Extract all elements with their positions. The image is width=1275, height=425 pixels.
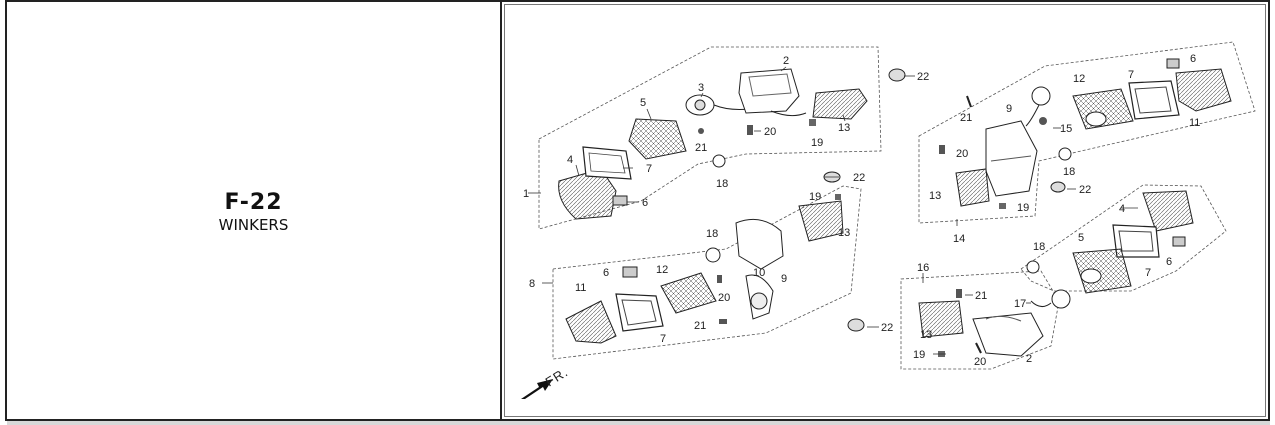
callout-5: 5 (640, 97, 646, 109)
callout-4: 4 (1119, 203, 1125, 215)
housing-9-top-right (985, 86, 1051, 197)
callout-3: 3 (698, 82, 704, 94)
socket-3 (685, 94, 750, 116)
relay-13-middle (798, 200, 844, 242)
callout-17: 17 (1014, 298, 1026, 310)
small-hardware-top-right (888, 58, 1180, 209)
lens-11-top-right (1175, 68, 1232, 112)
callout-14: 14 (953, 233, 965, 245)
callout-20: 20 (764, 126, 776, 138)
callout-22: 22 (853, 172, 865, 184)
callout-6: 6 (603, 267, 609, 279)
callout-21: 21 (694, 320, 706, 332)
callout-7: 7 (1145, 267, 1151, 279)
callout-18: 18 (716, 178, 728, 190)
page-frame (5, 0, 1270, 421)
callout-7: 7 (646, 163, 652, 175)
callout-6: 6 (642, 197, 648, 209)
callout-12: 12 (656, 264, 668, 276)
callout-9: 9 (781, 273, 787, 285)
reflector-12-bottom-left (660, 272, 717, 314)
callout-22: 22 (917, 71, 929, 83)
callout-16: 16 (917, 262, 929, 274)
gasket-7-bottom-left (615, 293, 664, 332)
callout-22: 22 (1079, 184, 1091, 196)
socket-17 (1030, 289, 1071, 309)
next-row-edge (7, 421, 1270, 425)
callout-20: 20 (956, 148, 968, 160)
relay-13-top (812, 88, 868, 120)
callout-8: 8 (529, 278, 535, 290)
callout-2: 2 (783, 55, 789, 67)
gasket-7-top-left (582, 146, 632, 180)
callout-9: 9 (1006, 103, 1012, 115)
callout-21: 21 (695, 142, 707, 154)
section-title-panel: F-22 WINKERS (7, 2, 500, 419)
callout-19: 19 (913, 349, 925, 361)
callout-21: 21 (975, 290, 987, 302)
diagram-svg: FR. 1 2 3 4 5 6 7 13 18 19 20 21 22 22 1… (521, 41, 1256, 399)
callout-18: 18 (1033, 241, 1045, 253)
callout-6: 6 (1190, 53, 1196, 65)
callout-20: 20 (718, 292, 730, 304)
lens-4-right (1142, 190, 1194, 232)
exploded-parts-diagram[interactable]: FR. 1 2 3 4 5 6 7 13 18 19 20 21 22 22 1… (504, 4, 1266, 417)
callout-13: 13 (838, 122, 850, 134)
callout-7: 7 (660, 333, 666, 345)
reflector-12-top-right (1072, 88, 1134, 130)
section-code: F-22 (224, 190, 283, 215)
callout-12: 12 (1073, 73, 1085, 85)
lens-11-bottom-left (565, 300, 617, 344)
housing-2-top (738, 68, 807, 117)
callout-4: 4 (567, 154, 573, 166)
callout-11: 11 (1189, 117, 1200, 129)
relay-13-right (955, 168, 990, 207)
reflector-5-right (1072, 248, 1132, 294)
leader-lines (528, 66, 1138, 355)
front-direction-arrow: FR. (521, 364, 571, 399)
callout-15: 15 (1060, 123, 1072, 135)
callout-20: 20 (974, 356, 986, 368)
socket-9-housing-left (735, 218, 784, 320)
relay-13-bottom-right (918, 300, 964, 338)
small-hardware-middle-left (622, 171, 865, 332)
callout-10: 10 (753, 267, 765, 279)
callout-7: 7 (1128, 69, 1134, 81)
reflector-5-top-left (628, 118, 687, 160)
callout-6: 6 (1166, 256, 1172, 268)
callout-18: 18 (706, 228, 718, 240)
callout-21: 21 (960, 112, 972, 124)
callout-13: 13 (838, 227, 850, 239)
callout-19: 19 (1017, 202, 1029, 214)
callout-22: 22 (881, 322, 893, 334)
callout-1: 1 (523, 188, 529, 200)
callout-13: 13 (920, 329, 932, 341)
callout-5: 5 (1078, 232, 1084, 244)
callout-18: 18 (1063, 166, 1075, 178)
panel-divider (500, 0, 502, 421)
callout-labels: 1 2 3 4 5 6 7 13 18 19 20 21 22 22 19 13… (523, 53, 1200, 368)
callout-19: 19 (811, 137, 823, 149)
section-name: WINKERS (218, 216, 289, 234)
housing-2-bottom-right (972, 312, 1044, 357)
gasket-7-right (1112, 224, 1160, 258)
callout-2: 2 (1026, 353, 1032, 365)
callout-13: 13 (929, 190, 941, 202)
small-hardware-top-left (612, 119, 816, 206)
callout-19: 19 (809, 191, 821, 203)
gasket-7-top-right (1128, 80, 1180, 120)
callout-11: 11 (575, 282, 586, 294)
